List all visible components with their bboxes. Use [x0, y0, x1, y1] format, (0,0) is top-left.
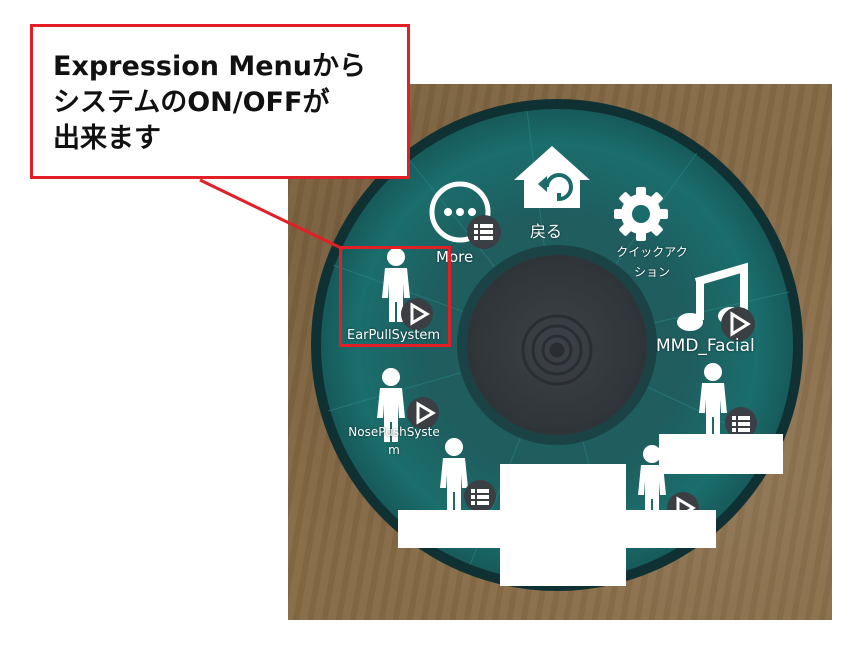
gear-icon[interactable] [614, 187, 668, 241]
submenu-icon [725, 407, 757, 439]
play-icon [721, 307, 755, 341]
person-icon[interactable] [699, 363, 727, 437]
submenu-icon [467, 215, 501, 249]
label-earpullsystem: EarPullSystem [347, 328, 441, 343]
callout-line-2: システムのON/OFFが [53, 87, 330, 118]
redaction-block [659, 434, 783, 474]
person-icon[interactable] [377, 368, 405, 442]
joystick-icon [521, 314, 593, 386]
redaction-block [398, 510, 716, 548]
submenu-icon [464, 480, 496, 512]
callout-line-3: 出来ます [53, 123, 161, 154]
label-more: More [436, 248, 474, 266]
earpullsystem-highlight [339, 246, 451, 347]
person-icon[interactable] [638, 445, 666, 519]
home-back-icon[interactable] [514, 146, 590, 208]
label-back: 戻る [530, 222, 563, 241]
person-icon[interactable] [440, 438, 468, 512]
play-icon [407, 397, 439, 429]
label-nosepushsystem-line1: NosePushSyste [348, 425, 440, 439]
annotation-callout: Expression Menuから システムのON/OFFが 出来ます [30, 24, 410, 179]
play-icon [401, 298, 433, 330]
label-nosepushsystem-line2: m [388, 443, 400, 457]
label-quick-action-line2: ション [633, 265, 670, 279]
label-quick-action-line1: クイックアク [616, 245, 688, 259]
label-quick-action: クイックアク ション [606, 242, 698, 282]
more-icon[interactable] [429, 181, 491, 243]
callout-line-1: Expression Menuから [53, 51, 367, 82]
label-nosepushsystem: NosePushSyste m [343, 423, 445, 459]
label-mmd-facial: MMD_Facial [656, 336, 755, 356]
